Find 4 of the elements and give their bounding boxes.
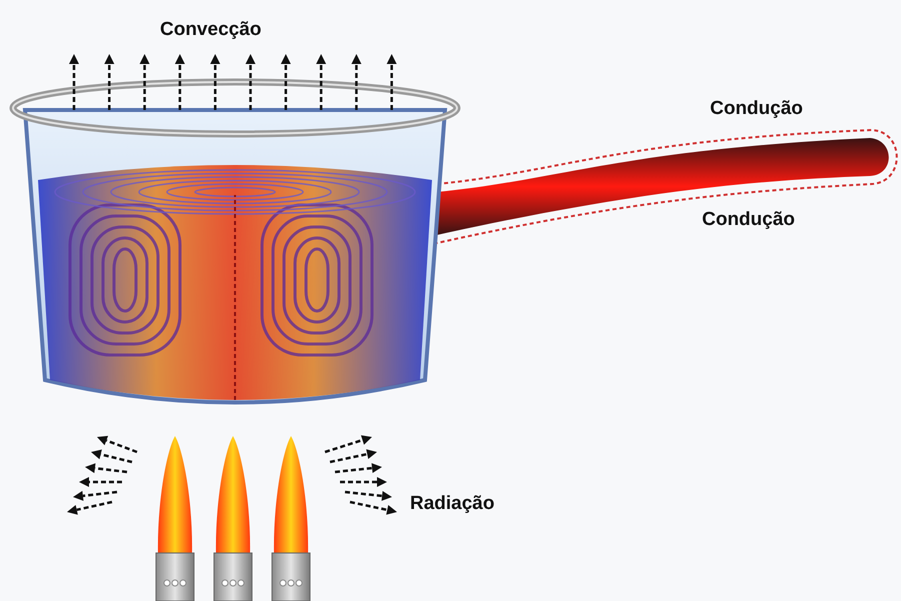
label-text: Convecção (160, 20, 262, 39)
label-text: Condução (710, 99, 803, 118)
label-text: Radiação (410, 494, 494, 513)
label-text: Condução (702, 210, 795, 229)
